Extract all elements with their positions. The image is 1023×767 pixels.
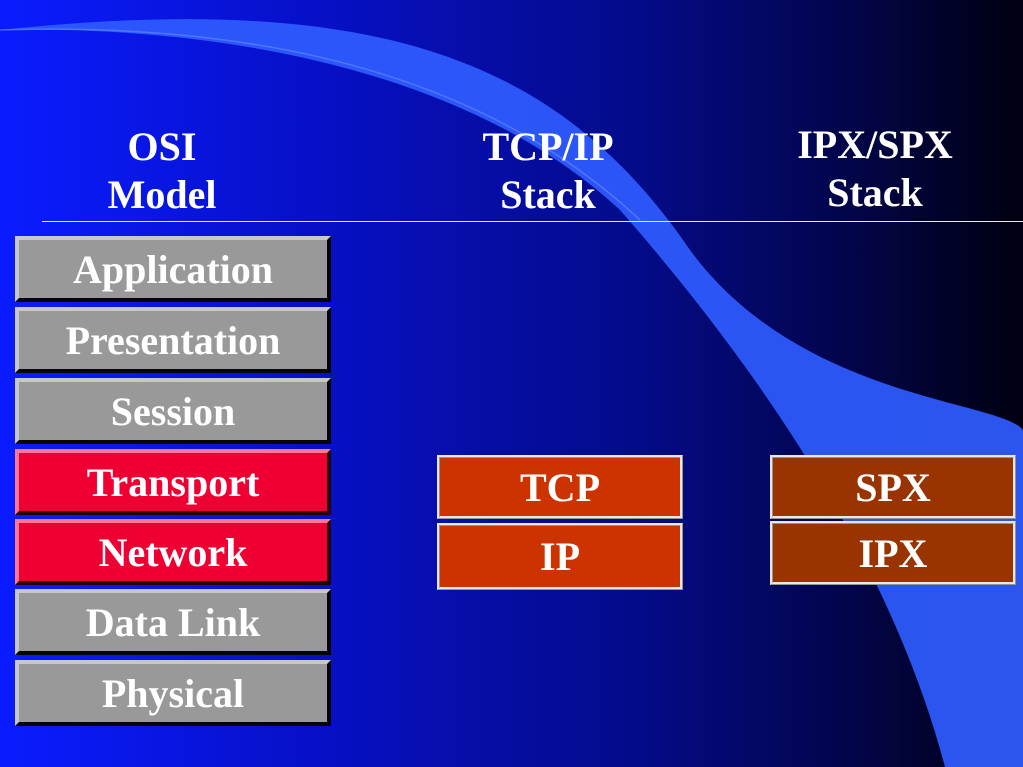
tcpip-header-line2: Stack [500,172,596,217]
ipxspx-layer-spx: SPX [770,455,1016,519]
tcpip-header-line1: TCP/IP [482,124,614,169]
ipxspx-layer-ipx: IPX [770,521,1016,585]
header-divider [42,221,1023,222]
osi-layer-application: Application [15,236,331,302]
osi-header-line2: Model [107,172,217,217]
ipxspx-header-line1: IPX/SPX [797,122,953,167]
osi-model-header: OSI Model [62,123,262,219]
ipxspx-stack-header: IPX/SPX Stack [765,121,985,217]
osi-layer-session: Session [15,378,331,444]
tcpip-layer-tcp: TCP [437,455,683,519]
osi-layer-presentation: Presentation [15,307,331,373]
osi-layer-network: Network [15,519,331,585]
osi-header-line1: OSI [127,124,197,169]
tcpip-layer-ip: IP [437,523,683,590]
osi-layer-physical: Physical [15,660,331,726]
ipxspx-header-line2: Stack [827,170,923,215]
osi-layer-data-link: Data Link [15,589,331,655]
tcpip-stack-header: TCP/IP Stack [448,123,648,219]
osi-layer-transport: Transport [15,449,331,515]
